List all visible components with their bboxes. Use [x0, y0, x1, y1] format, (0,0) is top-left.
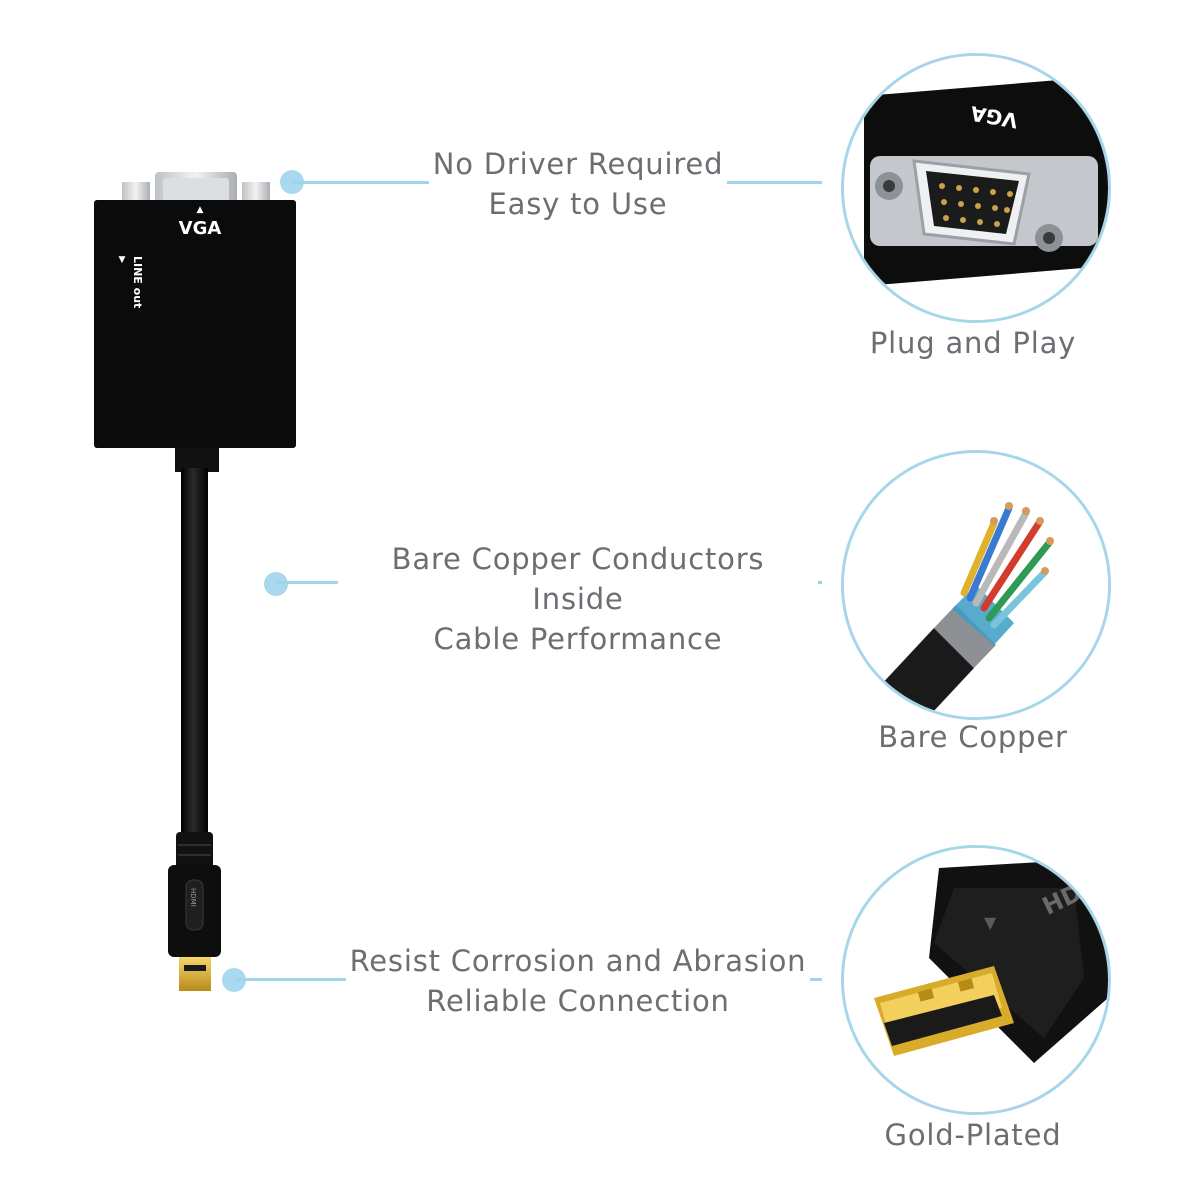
callout-dot-2 — [264, 572, 288, 596]
copper-wires-closeup-icon — [841, 450, 1111, 720]
callout-3: Resist Corrosion and Abrasion Reliable C… — [338, 941, 818, 1021]
gold-plated-plug-closeup-icon: HD ▼ — [841, 845, 1111, 1115]
callout-1-line2: Easy to Use — [488, 187, 668, 221]
svg-text:▼: ▼ — [984, 913, 997, 932]
vga-label: VGA — [179, 218, 222, 239]
line-out-label: LINE out — [131, 256, 144, 308]
callout-2-line1: Bare Copper Conductors Inside — [338, 539, 818, 619]
feature-caption-gold-plated: Gold-Plated — [884, 1118, 1062, 1152]
adapter-product-image: ▲ VGA ▼ LINE out HDMI — [0, 0, 330, 1200]
svg-text:▼: ▼ — [119, 255, 126, 265]
feature-caption-plug-and-play: Plug and Play — [869, 326, 1077, 360]
callout-3-line1: Resist Corrosion and Abrasion — [345, 941, 811, 981]
feature-caption-bare-copper: Bare Copper — [878, 720, 1068, 754]
callout-1: No Driver Required Easy to Use — [378, 144, 778, 224]
vga-port-closeup-icon: VGA — [841, 53, 1111, 323]
svg-text:▲: ▲ — [197, 205, 204, 215]
callout-2: Bare Copper Conductors Inside Cable Perf… — [338, 539, 818, 659]
hdmi-plug-label: HDMI — [189, 888, 197, 907]
callout-3-line2: Reliable Connection — [426, 984, 730, 1018]
callout-2-line2: Cable Performance — [433, 622, 723, 656]
callout-1-line1: No Driver Required — [428, 144, 728, 184]
